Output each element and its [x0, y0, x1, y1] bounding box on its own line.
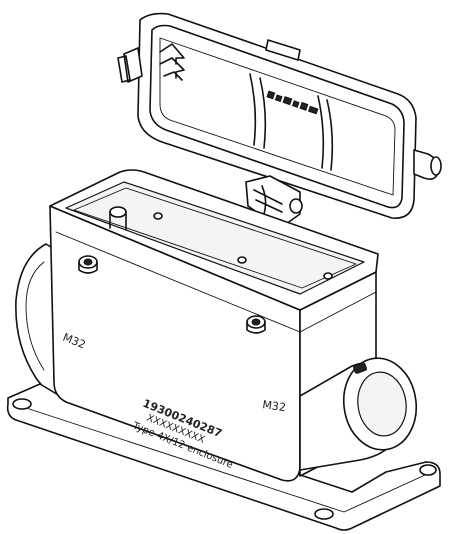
left-boss — [15, 243, 57, 397]
cover-pin-head — [430, 156, 442, 176]
cover-rib-left — [249, 73, 267, 149]
stud-lower — [246, 315, 266, 334]
right-boss-key — [353, 362, 367, 374]
interior-hole-2 — [237, 256, 247, 264]
right-cable-entry — [299, 357, 418, 471]
cover-top-tab — [265, 39, 301, 61]
cover-inner-lip — [159, 37, 396, 196]
left-boss-inner — [25, 261, 45, 371]
left-cable-entry — [15, 243, 57, 397]
mounting-hole-left — [12, 398, 32, 410]
front-wall-edge — [55, 231, 377, 333]
mounting-hole-front — [314, 508, 334, 520]
cover-rib-right — [317, 95, 334, 171]
label-thread-right: M32 — [262, 398, 287, 414]
cover-hinge-knuckle — [253, 185, 283, 215]
housing-opening-lip — [73, 187, 357, 289]
cover-inner-rim — [149, 24, 405, 209]
hinge-pin — [289, 198, 303, 214]
interior-post-left-body — [109, 211, 127, 231]
interior-hole-3 — [323, 272, 333, 280]
housing-opening — [65, 181, 365, 295]
cover-outer-rim — [137, 12, 417, 219]
flange-top-edge — [13, 403, 437, 513]
cover-emboss-text — [266, 90, 319, 115]
cover-latch-tab-left — [117, 47, 143, 83]
right-boss-bore — [357, 371, 407, 437]
interior-post-left — [109, 206, 127, 218]
cover-arrow-emboss — [159, 43, 185, 81]
mounting-hole-right — [419, 464, 437, 476]
stud-upper — [78, 255, 98, 274]
interior-hole-1 — [153, 212, 163, 220]
cover — [117, 12, 442, 225]
